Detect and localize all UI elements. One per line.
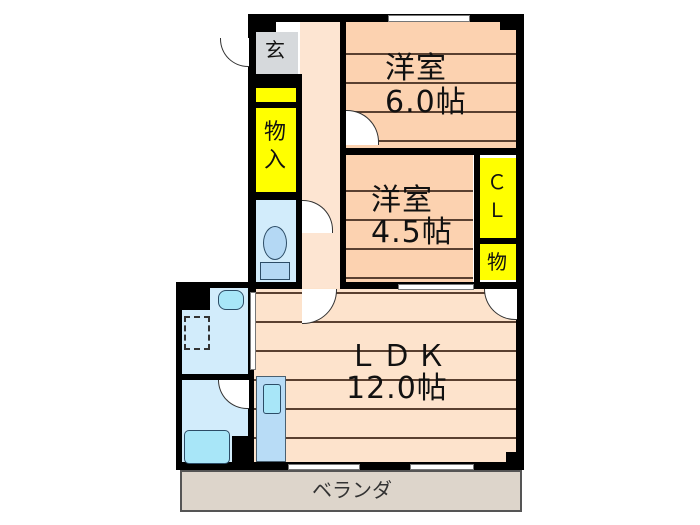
bathtub-icon xyxy=(184,430,230,464)
closet xyxy=(480,158,518,238)
storage-upper-strip xyxy=(256,88,296,102)
wall xyxy=(176,282,182,468)
ldk-size: 12.0帖 xyxy=(346,371,448,406)
wall xyxy=(182,288,210,310)
storage-1-label-2: 入 xyxy=(264,148,287,173)
toilet-bowl-icon xyxy=(263,226,287,260)
room-6-name: 洋室 xyxy=(385,51,447,86)
entrance-label: 玄 xyxy=(265,38,285,62)
window xyxy=(250,292,256,370)
wall xyxy=(296,88,302,282)
window xyxy=(398,284,474,290)
wall xyxy=(248,14,276,32)
wall xyxy=(248,14,256,294)
veranda xyxy=(180,470,522,512)
storage-1-label: 物 xyxy=(264,120,287,145)
entrance-door[interactable] xyxy=(220,38,249,67)
toilet-tank-icon xyxy=(260,262,290,280)
wall xyxy=(500,14,524,30)
ldk-name: ＬＤＫ xyxy=(348,339,450,374)
sink-icon xyxy=(218,290,244,310)
wall xyxy=(248,14,524,22)
room-4-5-name: 洋室 xyxy=(371,183,433,218)
closet-label: Ｃ xyxy=(487,170,507,194)
wall xyxy=(248,102,302,108)
closet-label-2: Ｌ xyxy=(487,198,507,222)
window xyxy=(388,15,470,22)
wall xyxy=(474,148,480,284)
wall xyxy=(340,148,524,155)
wall xyxy=(176,282,256,288)
ldk-room xyxy=(254,288,520,462)
wall xyxy=(506,452,520,464)
wall xyxy=(182,374,252,380)
wall xyxy=(474,238,524,244)
wall xyxy=(248,282,302,289)
wall xyxy=(248,192,302,200)
entrance-area xyxy=(256,32,298,74)
window xyxy=(410,464,474,470)
storage-2-label: 物 xyxy=(487,250,507,274)
kitchen-sink-icon xyxy=(263,384,281,414)
washer-space-icon xyxy=(184,316,210,350)
window xyxy=(288,464,360,470)
wall xyxy=(232,436,254,464)
wall xyxy=(248,74,302,88)
western-room-4-5 xyxy=(345,155,473,283)
storage-2 xyxy=(480,244,518,280)
veranda-label: ベランダ xyxy=(312,478,392,502)
room-4-5-size: 4.5帖 xyxy=(371,215,453,250)
room-6-size: 6.0帖 xyxy=(385,85,467,120)
storage-1 xyxy=(256,108,296,192)
hallway xyxy=(300,22,342,288)
